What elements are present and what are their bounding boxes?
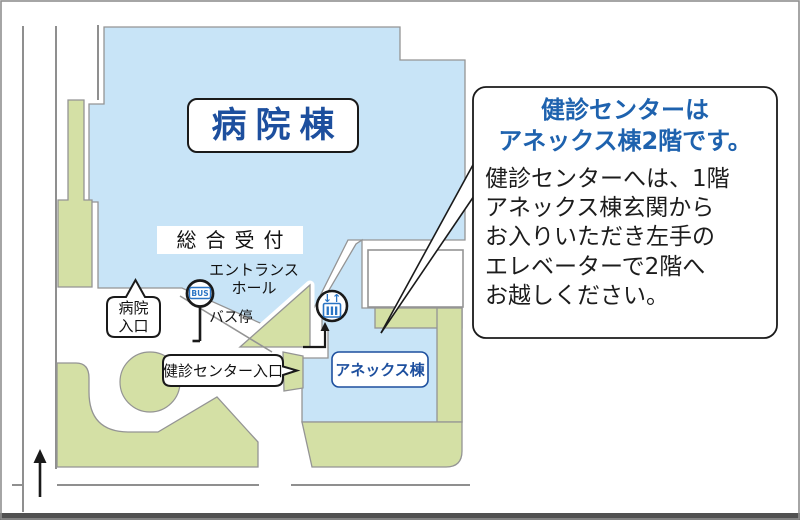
checkup-entrance-bubble xyxy=(162,354,301,387)
callout-bubble xyxy=(472,86,778,339)
hospital-building-shape xyxy=(88,26,466,341)
green-strip-left xyxy=(57,99,93,288)
bus-sign-plate xyxy=(188,286,212,300)
route-arrow-head xyxy=(320,322,330,331)
elevator-person-3 xyxy=(335,306,338,315)
annex-green-right xyxy=(436,307,463,423)
callout-tail-line-2 xyxy=(380,195,475,334)
hospital-entrance-bubble xyxy=(106,277,161,338)
hospital-label-box xyxy=(187,98,359,153)
roads xyxy=(12,25,470,512)
green-wedge-center xyxy=(238,283,311,348)
annex-green-frame xyxy=(282,307,463,468)
annex-label-box xyxy=(331,351,429,388)
green-area-bottom-left xyxy=(56,362,259,468)
bus-sign-text: BUS xyxy=(191,289,208,298)
bus-stop-icon: BUS xyxy=(185,279,215,343)
route-arrow xyxy=(303,322,330,349)
up-arrow-icon xyxy=(33,449,47,497)
callout-tail-line-1 xyxy=(380,162,475,334)
route-arrow-line xyxy=(303,330,327,349)
annex-green-bottom xyxy=(301,421,463,468)
reception-label-box xyxy=(157,226,303,254)
elevator-person-1 xyxy=(326,306,329,315)
elevator-person-2 xyxy=(330,306,334,315)
bottom-road-bar xyxy=(0,513,800,520)
elevator-icon: ↓↑ xyxy=(315,289,349,323)
elevator-arrows-glyph: ↓↑ xyxy=(323,292,341,305)
up-arrow-head xyxy=(33,449,47,463)
